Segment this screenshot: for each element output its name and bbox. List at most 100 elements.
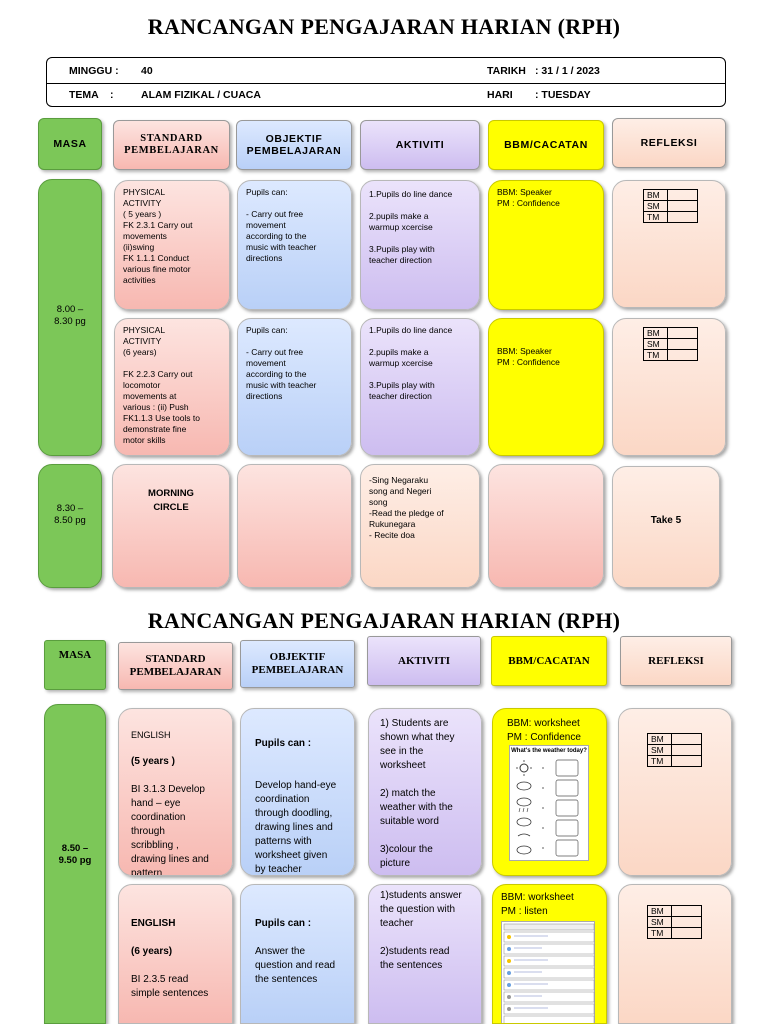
objektif-text: Pupils can: - Carry out free movement ac… [246,187,317,263]
masa-cell-1: 8.00 – 8.30 pg [38,179,102,456]
reading-worksheet-image [501,921,595,1023]
tema-label: TEMA : [69,89,114,101]
refleksi-bm: BM [647,905,672,917]
refleksi-cell: BM SM TM [618,884,732,1024]
refleksi-tm: TM [643,349,668,361]
refleksi-bm: BM [643,189,668,201]
bbm-text: BBM: worksheet PM : Confidence [507,718,581,743]
header-aktiviti: AKTIVITI [360,120,480,170]
subject-label: ENGLISH [131,918,176,929]
header-aktiviti: AKTIVITI [367,636,481,686]
bbm-text: BBM: Speaker PM : Confidence [497,346,560,367]
aktiviti-text: -Sing Negaraku song and Negeri song -Rea… [369,475,444,540]
standard-cell: MORNING CIRCLE [112,464,230,588]
aktiviti-text: 1.Pupils do line dance 2.pupils make a w… [369,189,453,265]
refleksi-cell: BM SM TM [612,180,726,308]
header-bbm: BBM/CACATAN [491,636,607,686]
masa-time-3: 8.50 – 9.50 pg [58,843,92,866]
masa-time-2: 8.30 – 8.50 pg [54,503,86,526]
masa-cell-3: 8.50 – 9.50 pg [44,704,106,1024]
header-masa: MASA [38,118,102,170]
morning-circle-text: MORNING CIRCLE [148,488,194,513]
masa-cell-2: 8.30 – 8.50 pg [38,464,102,588]
bbm-cell: BBM: Speaker PM : Confidence [488,180,604,310]
aktiviti-text: 1.Pupils do line dance 2.pupils make a w… [369,325,453,401]
worksheet-rows-icon [503,923,595,1023]
refleksi-sm: SM [643,338,668,350]
age-label: (5 years ) [131,756,175,767]
refleksi-table: BM SM TM [647,905,702,939]
weather-worksheet-image: What's the weather today? [509,745,589,861]
objektif-text: Develop hand-eye coordination through do… [255,780,337,875]
header-refleksi: REFLEKSI [620,636,732,686]
header-standard: STANDARD PEMBELAJARAN [118,642,233,690]
refleksi-tm: TM [643,211,668,223]
minggu-label: MINGGU : [69,65,119,77]
masa-time-1: 8.00 – 8.30 pg [54,304,86,327]
refleksi-tm: TM [647,755,672,767]
standard-cell: ENGLISH (6 years) BI 2.3.5 read simple s… [118,884,233,1024]
header-objektif: OBJEKTIF PEMBELAJARAN [236,120,352,170]
objektif-head: Pupils can : [255,738,312,749]
tarikh-value: : 31 / 1 / 2023 [535,65,600,77]
refleksi-cell: BM SM TM [618,708,732,876]
header-refleksi: REFLEKSI [612,118,726,168]
page-title: RANCANGAN PENGAJARAN HARIAN (RPH) [147,14,621,39]
aktiviti-cell: -Sing Negaraku song and Negeri song -Rea… [360,464,480,588]
objektif-cell-empty [237,464,352,588]
refleksi-table: BM SM TM [643,327,698,361]
objektif-cell: Pupils can: - Carry out free movement ac… [237,180,352,310]
objektif-cell: Pupils can : Develop hand-eye coordinati… [240,708,355,876]
refleksi-tm: TM [647,927,672,939]
refleksi-bm: BM [643,327,668,339]
refleksi-table: BM SM TM [647,733,702,767]
standard-cell: PHYSICAL ACTIVITY (6 years) FK 2.2.3 Car… [114,318,230,456]
objektif-text: Answer the question and read the sentenc… [255,946,336,985]
page-title-2: RANCANGAN PENGAJARAN HARIAN (RPH) [147,608,621,633]
worksheet-title: What's the weather today? [511,748,587,754]
objektif-cell: Pupils can: - Carry out free movement ac… [237,318,352,456]
header-masa: MASA [44,640,106,690]
standard-text: BI 3.1.3 Develop hand – eye coordination… [131,784,209,876]
age-label: (6 years) [131,946,173,957]
aktiviti-cell: 1) Students are shown what they see in t… [368,708,482,876]
standard-text: BI 2.3.5 read simple sentences [131,974,209,999]
aktiviti-text: 1)students answer the question with teac… [380,890,462,971]
bbm-cell-empty [488,464,604,588]
hari-value: : TUESDAY [535,89,591,101]
bbm-text: BBM: Speaker PM : Confidence [497,187,560,208]
hari-label: HARI [487,89,513,101]
refleksi-cell: BM SM TM [612,318,726,456]
header-objektif: OBJEKTIF PEMBELAJARAN [240,640,355,688]
refleksi-sm: SM [643,200,668,212]
header-bbm: BBM/CACATAN [488,120,604,170]
objektif-text: Pupils can: - Carry out free movement ac… [246,325,317,401]
bbm-cell: BBM: worksheet PM : listen [492,884,607,1024]
objektif-cell: Pupils can : Answer the question and rea… [240,884,355,1024]
bbm-cell: BBM: worksheet PM : Confidence What's th… [492,708,607,876]
refleksi-bm: BM [647,733,672,745]
refleksi-sm: SM [647,916,672,928]
refleksi-text: Take 5 [650,515,682,526]
standard-cell: ENGLISH (5 years ) BI 3.1.3 Develop hand… [118,708,233,876]
weather-pictures-icon [516,759,579,857]
bbm-text: BBM: worksheet PM : listen [501,892,574,917]
aktiviti-text: 1) Students are shown what they see in t… [380,718,455,869]
bbm-cell: BBM: Speaker PM : Confidence [488,318,604,456]
subject-label: ENGLISH [131,730,171,740]
standard-text: PHYSICAL ACTIVITY ( 5 years ) FK 2.3.1 C… [123,187,193,285]
refleksi-cell: Take 5 [612,466,720,588]
objektif-head: Pupils can : [255,918,312,929]
refleksi-table: BM SM TM [643,189,698,223]
refleksi-sm: SM [647,744,672,756]
aktiviti-cell: 1)students answer the question with teac… [368,884,482,1024]
tarikh-label: TARIKH [487,65,526,77]
tema-value: ALAM FIZIKAL / CUACA [141,89,261,101]
aktiviti-cell: 1.Pupils do line dance 2.pupils make a w… [360,180,480,310]
standard-text: PHYSICAL ACTIVITY (6 years) FK 2.2.3 Car… [123,325,201,445]
minggu-value: 40 [141,65,153,77]
info-box: MINGGU : 40 TARIKH : 31 / 1 / 2023 TEMA … [46,57,726,107]
aktiviti-cell: 1.Pupils do line dance 2.pupils make a w… [360,318,480,456]
standard-cell: PHYSICAL ACTIVITY ( 5 years ) FK 2.3.1 C… [114,180,230,310]
header-standard: STANDARD PEMBELAJARAN [113,120,230,170]
